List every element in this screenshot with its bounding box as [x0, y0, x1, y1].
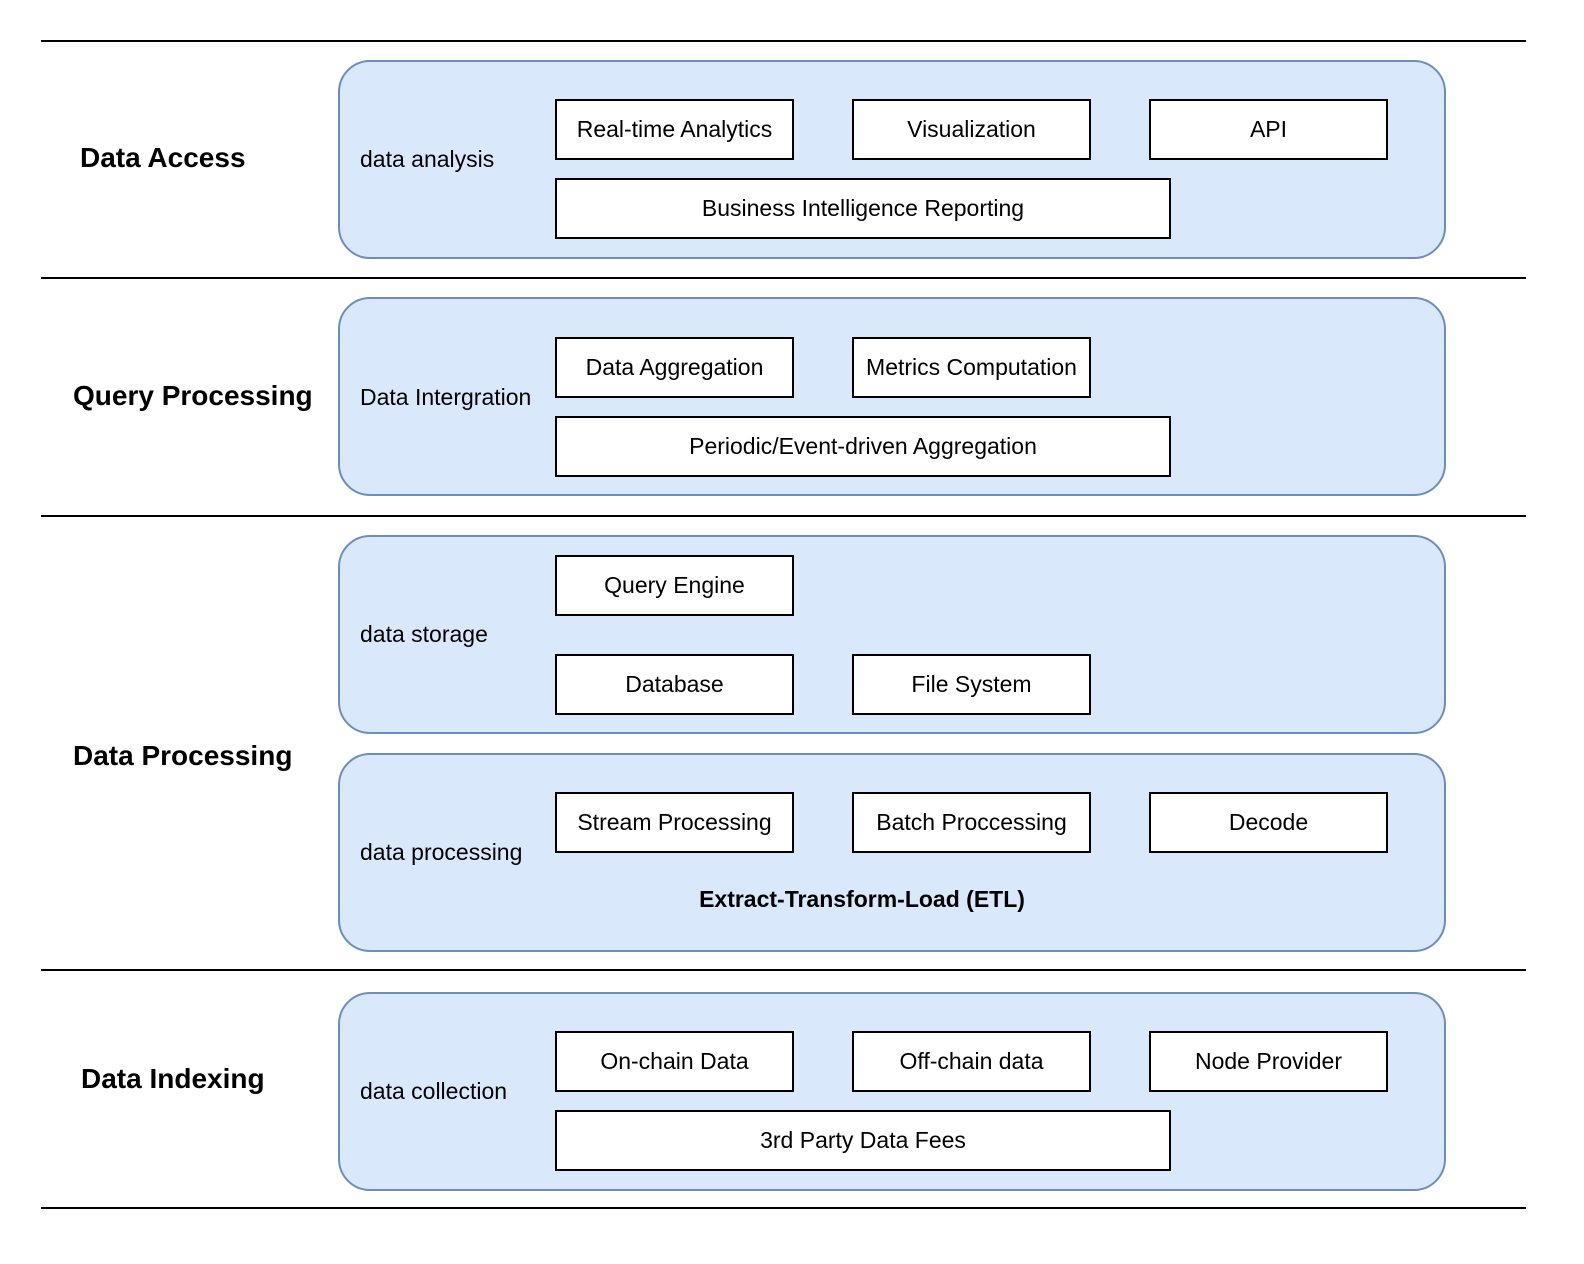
panel-label-data-storage: data storage — [360, 621, 488, 647]
layer-title-query-processing: Query Processing — [73, 380, 313, 411]
panel-label-data-processing: data processing — [360, 839, 523, 865]
panel-label-data-integration: Data Intergration — [360, 384, 532, 410]
layer-title-data-access: Data Access — [80, 142, 246, 173]
box-business-intelligence-reporting: Business Intelligence Reporting — [555, 178, 1171, 239]
panel-label-data-analysis: data analysis — [360, 146, 495, 172]
box-periodic-event-driven-aggregation: Periodic/Event-driven Aggregation — [555, 416, 1171, 477]
separator-processing-indexing — [41, 969, 1526, 971]
panel-label-data-collection: data collection — [360, 1078, 508, 1104]
box-api: API — [1149, 99, 1388, 160]
box-batch-processing: Batch Proccessing — [852, 792, 1091, 853]
separator-access-query — [41, 277, 1526, 279]
box-query-engine: Query Engine — [555, 555, 794, 616]
box-3rd-party-data-fees: 3rd Party Data Fees — [555, 1110, 1171, 1171]
separator-bottom — [41, 1207, 1526, 1209]
panel-data-storage — [338, 535, 1446, 734]
box-metrics-computation: Metrics Computation — [852, 337, 1091, 398]
box-on-chain-data: On-chain Data — [555, 1031, 794, 1092]
etl-caption: Extract-Transform-Load (ETL) — [699, 886, 1025, 912]
box-decode: Decode — [1149, 792, 1388, 853]
separator-query-processing — [41, 515, 1526, 517]
layer-title-data-indexing: Data Indexing — [81, 1063, 265, 1094]
box-data-aggregation: Data Aggregation — [555, 337, 794, 398]
box-visualization: Visualization — [852, 99, 1091, 160]
box-stream-processing: Stream Processing — [555, 792, 794, 853]
box-node-provider: Node Provider — [1149, 1031, 1388, 1092]
box-real-time-analytics: Real-time Analytics — [555, 99, 794, 160]
box-file-system: File System — [852, 654, 1091, 715]
box-off-chain-data: Off-chain data — [852, 1031, 1091, 1092]
box-database: Database — [555, 654, 794, 715]
separator-top — [41, 40, 1526, 42]
layer-title-data-processing: Data Processing — [73, 740, 293, 771]
